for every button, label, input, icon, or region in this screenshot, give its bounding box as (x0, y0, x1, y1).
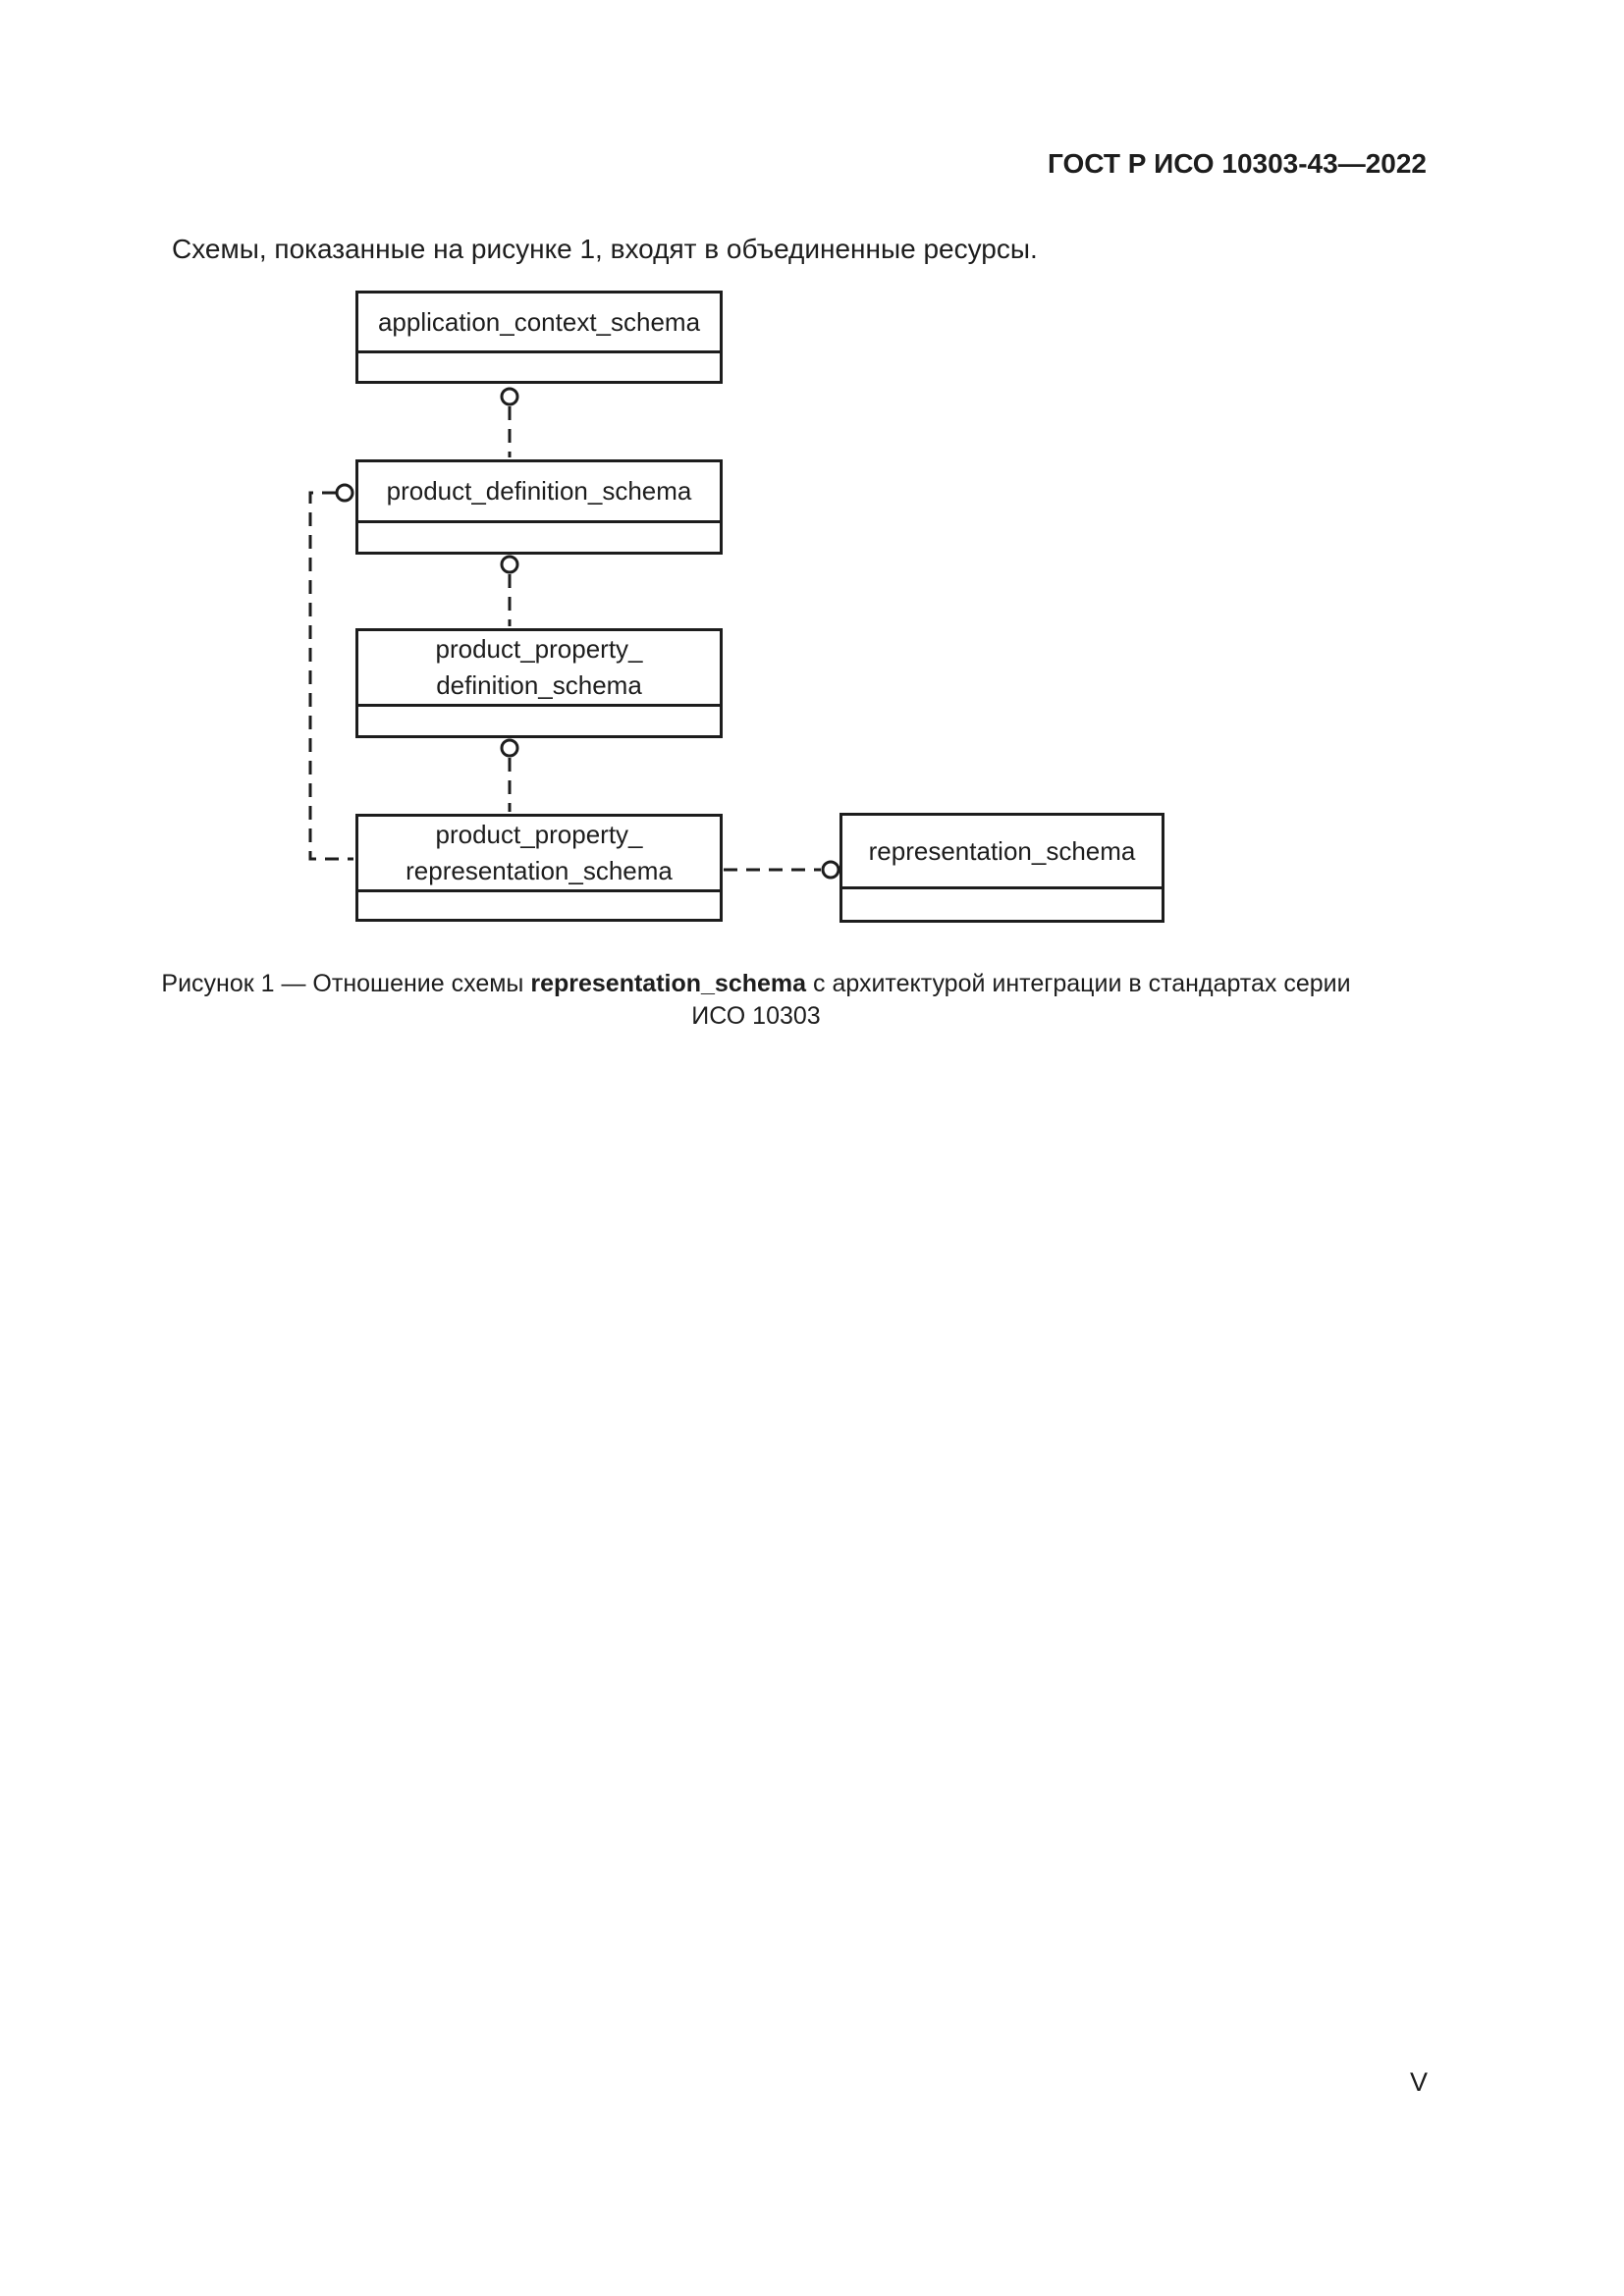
schema-box-label: product_property_ representation_schema (406, 820, 673, 885)
circle-terminator-3 (500, 738, 519, 758)
schema-box-product-definition: product_definition_schema (355, 459, 723, 555)
figure-caption-line1: Рисунок 1 — Отношение схемы representati… (161, 970, 1351, 997)
figure-caption-schema-name: representation_schema (530, 970, 807, 997)
dependency-line-left (308, 491, 353, 861)
schema-box-label: product_property_ definition_schema (435, 634, 643, 700)
document-header: ГОСТ Р ИСО 10303-43—2022 (1048, 148, 1427, 179)
schema-box-representation: representation_schema (839, 813, 1164, 923)
schema-box-label: application_context_schema (377, 306, 701, 337)
schema-box-lower-compartment (358, 350, 720, 381)
circle-terminator-2 (500, 555, 519, 574)
circle-terminator-left (335, 483, 354, 503)
schema-box-label: representation_schema (868, 835, 1136, 866)
intro-paragraph: Схемы, показанные на рисунке 1, входят в… (172, 234, 1038, 264)
schema-box-lower-compartment (842, 886, 1162, 920)
schema-box-product-property-representation: product_property_ representation_schema (355, 814, 723, 922)
figure-caption: Рисунок 1 — Отношение схемы representati… (147, 968, 1365, 1033)
circle-terminator-right (821, 860, 840, 880)
figure-caption-line2: ИСО 10303 (691, 1002, 821, 1030)
schema-box-product-property-definition: product_property_ definition_schema (355, 628, 723, 738)
schema-box-lower-compartment (358, 704, 720, 735)
diagram-connectors (308, 387, 840, 880)
schema-box-lower-compartment (358, 520, 720, 552)
circle-terminator-1 (500, 387, 519, 406)
schema-box-lower-compartment (358, 889, 720, 919)
schema-box-label: product_definition_schema (386, 476, 692, 506)
page-number: V (1410, 2067, 1429, 2097)
schema-box-application-context: application_context_schema (355, 291, 723, 384)
